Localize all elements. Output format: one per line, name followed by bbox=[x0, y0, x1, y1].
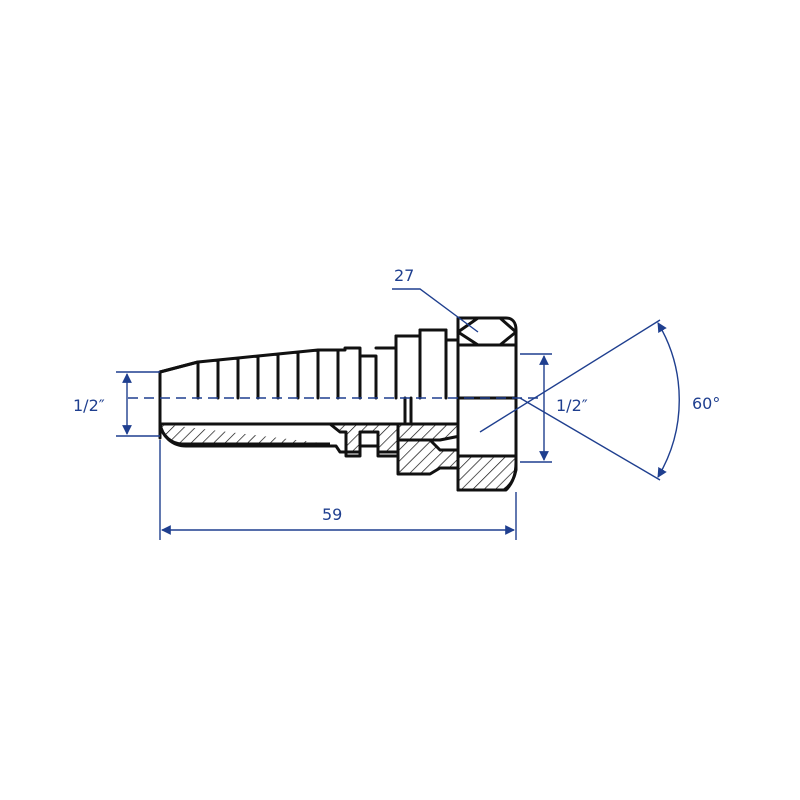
hex-size-dimension: 27 bbox=[392, 266, 479, 333]
hose-tail-outline bbox=[158, 328, 460, 400]
fitting-body bbox=[158, 316, 518, 492]
thread-size-dimension: 1/2″ bbox=[520, 353, 588, 463]
cone-angle-label: 60° bbox=[692, 394, 720, 413]
tail-lower-edge bbox=[158, 422, 400, 458]
collar bbox=[394, 328, 448, 400]
nut-section bbox=[456, 454, 518, 492]
hex-size-label: 27 bbox=[394, 266, 414, 285]
overall-length-label: 59 bbox=[322, 505, 342, 524]
cone-angle-dimension: 60° bbox=[479, 319, 720, 481]
overall-length-dimension: 59 bbox=[159, 440, 517, 540]
thread-size-label: 1/2″ bbox=[556, 396, 588, 415]
hose-bore-dimension: 1/2″ bbox=[73, 371, 160, 437]
tail-section bbox=[158, 422, 400, 454]
hose-bore-label: 1/2″ bbox=[73, 396, 105, 415]
shoulder-ring bbox=[403, 396, 413, 424]
